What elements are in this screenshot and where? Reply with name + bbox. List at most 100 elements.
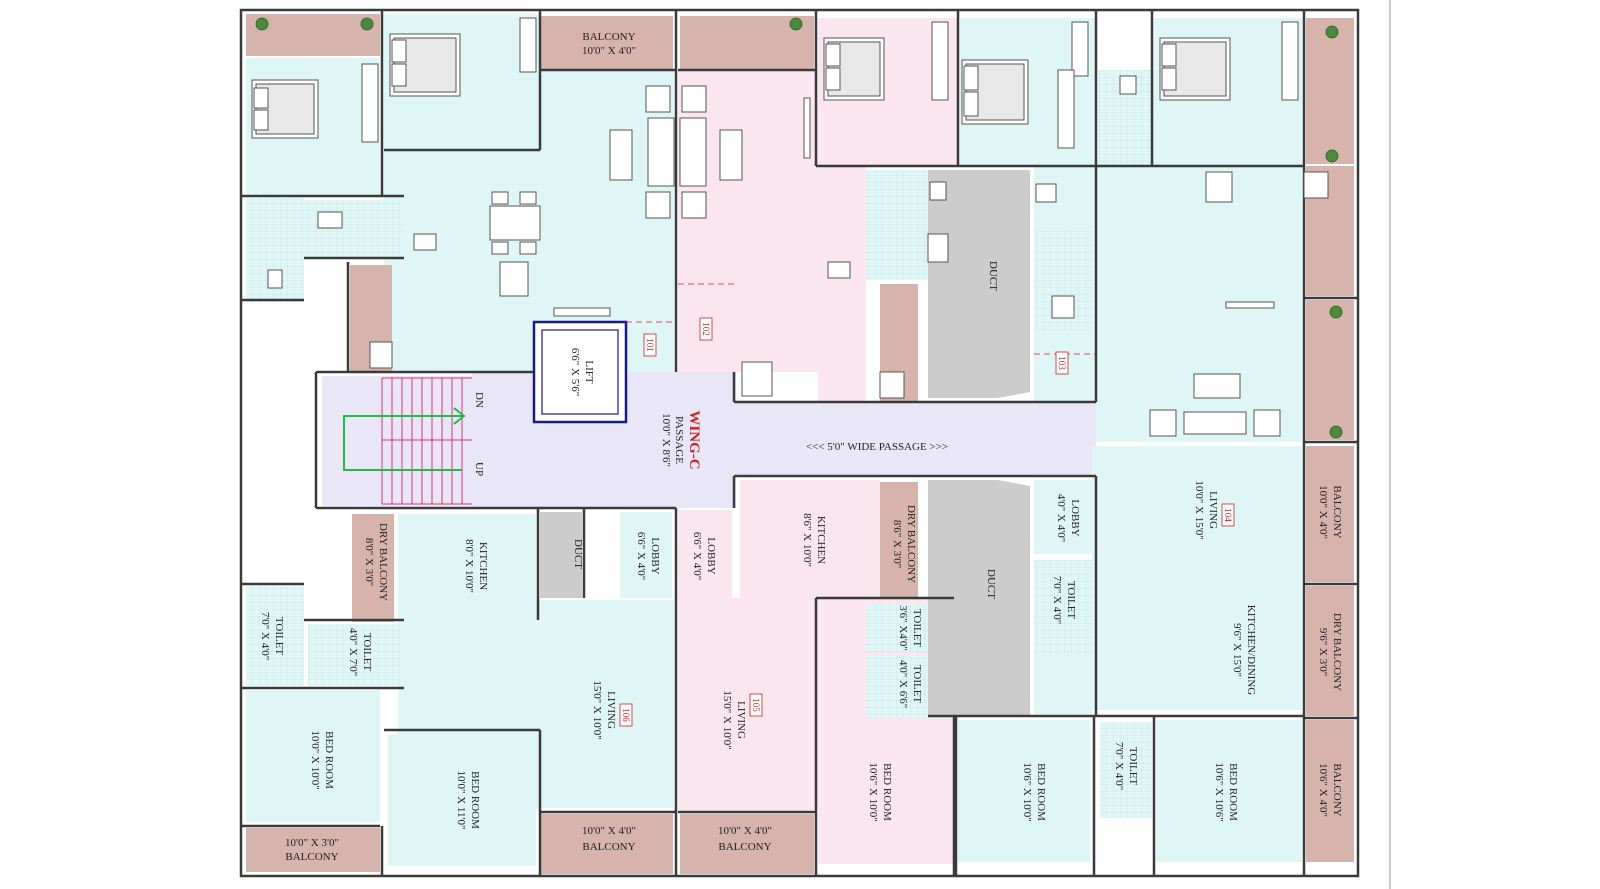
duct-top [928,170,1030,398]
bed-icon [961,59,1029,125]
living-a-dim: 15'0" X 10'0" [591,680,603,739]
toilet-d-label: TOILET [911,665,923,704]
balcony-br-dim: 10'0" X 4'0" [718,825,772,837]
passage-dim: 10'0" X 8'6" [660,413,672,467]
toilet-b-label: TOILET [361,633,373,672]
room-101-bath [304,200,402,258]
lobby-105 [678,510,732,600]
balcony-105-bottom [680,814,814,874]
cabinet-icon [499,261,529,297]
toilet-e-dim: 7'0" X 4'0" [1051,576,1063,624]
room-106-toilet-a [246,586,304,686]
lobby-b-dim: 6'6" X 4'0" [691,532,703,580]
svg-text:102: 102 [701,322,711,336]
dry-balcony-b-dim: 8'6" X 3'0" [891,520,903,568]
bedroom-b-label: BED ROOM [469,771,481,829]
wide-passage-label: <<< 5'0" WIDE PASSAGE >>> [806,441,948,453]
toilet-d-dim: 4'0" X 6'6" [897,660,909,708]
toilet-a-dim: 7'0" X 4'0" [259,612,271,660]
room-106-toilet-b [308,624,400,686]
unit-tag-101: 101 [643,333,657,357]
room-103-bedroom-low [958,720,1090,862]
stair-landing [322,376,472,506]
stair-arrow [343,415,462,471]
balcony-br-label: BALCONY [718,841,771,853]
bedroom-c-dim: 10'6" X 10'0" [867,762,879,821]
living-c-label: LIVING [1207,491,1219,529]
room-105-living [678,598,818,810]
balcony-right-a-dim: 10'0" X 4'0" [1317,485,1329,539]
bedroom-e-dim: 10'6" X 10'6" [1213,762,1225,821]
bedroom-a-label: BED ROOM [323,731,335,789]
room-104-bedroom-low [1156,720,1302,862]
sofa-icon [1149,409,1281,437]
svg-text:103: 103 [1057,356,1067,370]
room-106-dry-balcony [352,514,394,622]
room-104-toilet-mid [1034,560,1092,654]
duct-label-left: DUCT [572,539,584,569]
furniture [251,17,1329,437]
room-106-bedroom-b [388,734,536,866]
duct-bottom [928,480,1030,716]
table-icon [719,129,743,181]
wc-icon [317,211,343,229]
room-105-kitchen [740,480,880,598]
table-icon [609,129,633,181]
lobby-c-dim: 4'0" X 4'0" [1055,494,1067,542]
duct-label-top: DUCT [987,261,999,291]
toilet-e-label: TOILET [1065,581,1077,620]
stair-dn-label: DN [473,392,485,408]
balcony-right-a-label: BALCONY [1331,485,1343,538]
passage-label: PASSAGE [673,416,685,464]
room-102-kitchen [818,166,866,402]
balcony-101-top-left [246,14,380,56]
svg-text:106: 106 [621,708,631,722]
bedroom-b-dim: 10'0" X 11'0" [455,771,467,830]
balcony-bl-dim: 10'0" X 3'0" [285,837,339,849]
balcony-106-bottom [541,814,673,874]
wc-icon [927,233,949,263]
lobby-b-label: LOBBY [705,537,717,574]
bedroom-d-dim: 10'6" X 10'0" [1021,762,1033,821]
room-104-kitchen [1034,654,1092,714]
lobby-106 [620,512,672,598]
stair-up-label: UP [473,462,485,476]
svg-text:101: 101 [645,338,655,352]
toilet-c-label: TOILET [911,609,923,648]
balcony-right-b-dim: 10'6" X 4'0" [1317,763,1329,817]
kitchen-a-label: KITCHEN [477,542,489,590]
wing-title: WING-C [686,410,702,469]
basin-icon [413,233,437,251]
unit-tag-102: 102 [699,317,713,341]
kitchen-b-dim: 8'6" X 10'0" [801,513,813,567]
living-a-label: LIVING [605,691,617,729]
bedroom-e-label: BED ROOM [1227,763,1239,821]
balcony-104-right-bottom [1306,720,1354,862]
wc-icon [1051,295,1075,319]
wide-passage [736,402,1096,476]
room-104-living-low [1092,446,1302,710]
basin-icon [1035,183,1057,203]
dry-balcony-c-label: DRY BALCONY [1331,613,1343,691]
toilet-c-dim: 3'6" X4'0" [897,605,909,651]
counter-icon [1225,301,1275,309]
kitchen-dining-label: KITCHEN/DINING [1245,605,1257,695]
toilet-b-dim: 4'0" X 7'0" [347,628,359,676]
svg-text:104: 104 [1223,508,1233,522]
dry-balcony-b-label: DRY BALCONY [905,505,917,583]
unit-tag-103: 103 [1055,351,1069,375]
kitchen-a-dim: 8'0" X 10'0" [463,539,475,593]
living-b-label: LIVING [735,701,747,739]
table-icon [1205,171,1233,203]
balcony-right-b-label: BALCONY [1331,763,1343,816]
stove-icon [879,371,905,399]
stove-icon [1303,171,1329,199]
table-icon [1193,373,1241,399]
unit-tag-104: 104 [1221,503,1235,527]
bedroom-a-dim: 10'0" X 10'0" [309,730,321,789]
bed-icon [389,33,461,97]
dry-balcony-a-dim: 8'0" X 3'0" [363,538,375,586]
room-105-dry-balcony [880,482,918,598]
sofa-icon [645,85,707,219]
